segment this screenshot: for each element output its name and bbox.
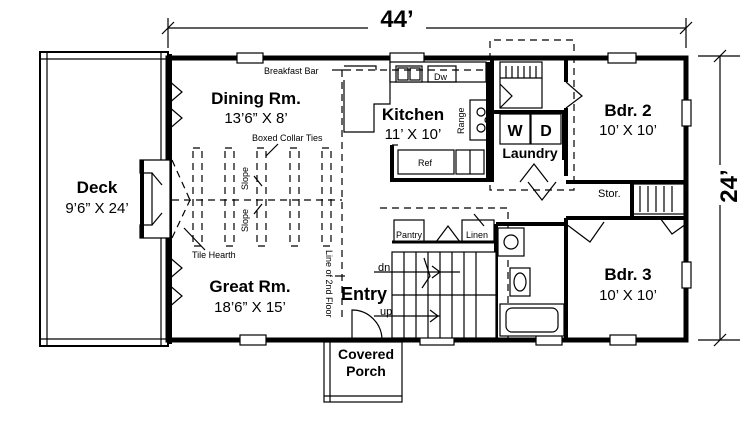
range-label: Range bbox=[456, 107, 466, 134]
bedroom-2-size: 10’ X 10’ bbox=[599, 122, 657, 139]
width-label: 44’ bbox=[380, 6, 413, 33]
deck-size: 9’6” X 24’ bbox=[65, 200, 128, 217]
boxed-collar-ties-label: Boxed Collar Ties bbox=[252, 133, 323, 143]
bedroom-3-label: Bdr. 3 bbox=[604, 265, 651, 284]
stair-up-label: up bbox=[380, 306, 392, 318]
linen-label: Linen bbox=[466, 230, 488, 240]
porch-label-line1: Covered bbox=[338, 346, 394, 362]
slope-label-lower: Slope bbox=[240, 209, 250, 232]
slope-label-upper: Slope bbox=[240, 167, 250, 190]
kitchen: Breakfast Bar Dw Range Ref Kitchen 11’ X… bbox=[264, 61, 493, 182]
stairs: dn up bbox=[374, 251, 497, 339]
washer-label: W bbox=[507, 123, 523, 140]
kitchen-size: 11’ X 10’ bbox=[385, 126, 442, 143]
deck-doors bbox=[167, 79, 183, 309]
dishwasher-label: Dw bbox=[434, 72, 447, 82]
second-floor-line: Line of 2nd Floor bbox=[324, 70, 345, 318]
stair-down-label: dn bbox=[378, 262, 390, 274]
depth-label: 24’ bbox=[716, 169, 743, 202]
bdr2-closet bbox=[499, 58, 583, 109]
great-room-size: 18’6” X 15’ bbox=[214, 299, 286, 316]
bedroom-2: Bdr. 2 10’ X 10’ bbox=[564, 101, 686, 184]
second-floor-line-label: Line of 2nd Floor bbox=[324, 250, 334, 318]
deck: Deck 9’6” X 24’ bbox=[39, 51, 169, 347]
deck-label: Deck bbox=[77, 178, 118, 197]
bathroom bbox=[494, 222, 566, 340]
storage-label: Stor. bbox=[598, 188, 621, 200]
bedroom-3: Bdr. 3 10’ X 10’ bbox=[564, 218, 657, 340]
bedroom-3-size: 10’ X 10’ bbox=[599, 287, 657, 304]
dining-room-label: Dining Rm. bbox=[211, 89, 301, 108]
laundry-label: Laundry bbox=[502, 145, 557, 161]
width-dimension: 44’ bbox=[161, 6, 693, 48]
tile-hearth-label: Tile Hearth bbox=[192, 250, 236, 260]
kitchen-label: Kitchen bbox=[382, 105, 444, 124]
entry-label: Entry bbox=[341, 284, 387, 304]
entry: Entry bbox=[341, 284, 387, 341]
collar-ties: Slope Slope Boxed Collar Ties bbox=[172, 133, 342, 247]
dining-room-size: 13’6” X 8’ bbox=[224, 110, 287, 127]
refrigerator-label: Ref bbox=[418, 158, 433, 168]
great-room-label: Great Rm. bbox=[209, 277, 290, 296]
depth-dimension: 24’ bbox=[698, 49, 743, 347]
breakfast-bar-label: Breakfast Bar bbox=[264, 66, 319, 76]
fireplace: Tile Hearth bbox=[139, 159, 236, 260]
dryer-label: D bbox=[540, 123, 552, 140]
covered-porch: Covered Porch bbox=[323, 341, 403, 403]
pantry-label: Pantry bbox=[396, 230, 423, 240]
bedroom-2-label: Bdr. 2 bbox=[604, 101, 651, 120]
porch-label-line2: Porch bbox=[346, 363, 386, 379]
hall-doors bbox=[527, 181, 557, 201]
pantry-linen: Pantry Linen bbox=[392, 213, 496, 244]
storage-closet: Stor. bbox=[566, 182, 687, 235]
